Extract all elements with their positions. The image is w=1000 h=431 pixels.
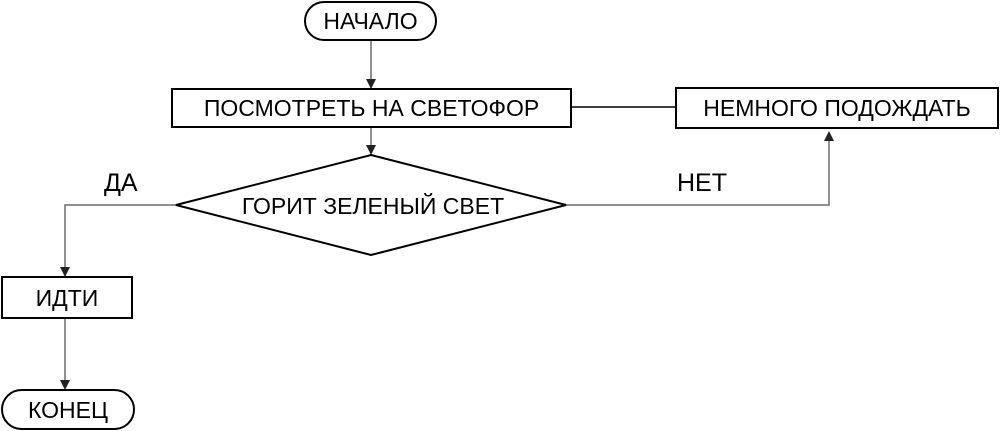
start-node-label: НАЧАЛО (323, 8, 417, 34)
wait-node: НЕМНОГО ПОДОЖДАТЬ (675, 87, 999, 129)
arrowhead-decision-no-to-wait (824, 131, 834, 141)
look-node-label: ПОСМОТРЕТЬ НА СВЕТОФОР (204, 95, 539, 121)
yes-branch-label: ДА (104, 169, 138, 197)
arrowhead-start-to-look (366, 79, 376, 89)
no-branch-label: НЕТ (677, 169, 727, 197)
go-node-label: ИДТИ (36, 285, 99, 311)
wait-node-label: НЕМНОГО ПОДОЖДАТЬ (703, 95, 970, 121)
arrowhead-go-to-end (60, 380, 70, 390)
edge-decision-yes-to-go (64, 204, 176, 268)
go-node: ИДТИ (1, 276, 133, 319)
decision-node-label: ГОРИТ ЗЕЛЕНЫЙ СВЕТ (242, 192, 504, 219)
edge-decision-no-to-wait (566, 140, 830, 206)
start-node: НАЧАЛО (304, 1, 437, 41)
look-at-traffic-light-node: ПОСМОТРЕТЬ НА СВЕТОФОР (171, 88, 572, 128)
arrowhead-look-to-decision (366, 145, 376, 155)
connectors (60, 40, 834, 390)
decision-node: ГОРИТ ЗЕЛЕНЫЙ СВЕТ (175, 153, 567, 257)
arrowhead-decision-yes-to-go (60, 267, 70, 277)
end-node-label: КОНЕЦ (28, 397, 108, 423)
end-node: КОНЕЦ (1, 389, 135, 430)
